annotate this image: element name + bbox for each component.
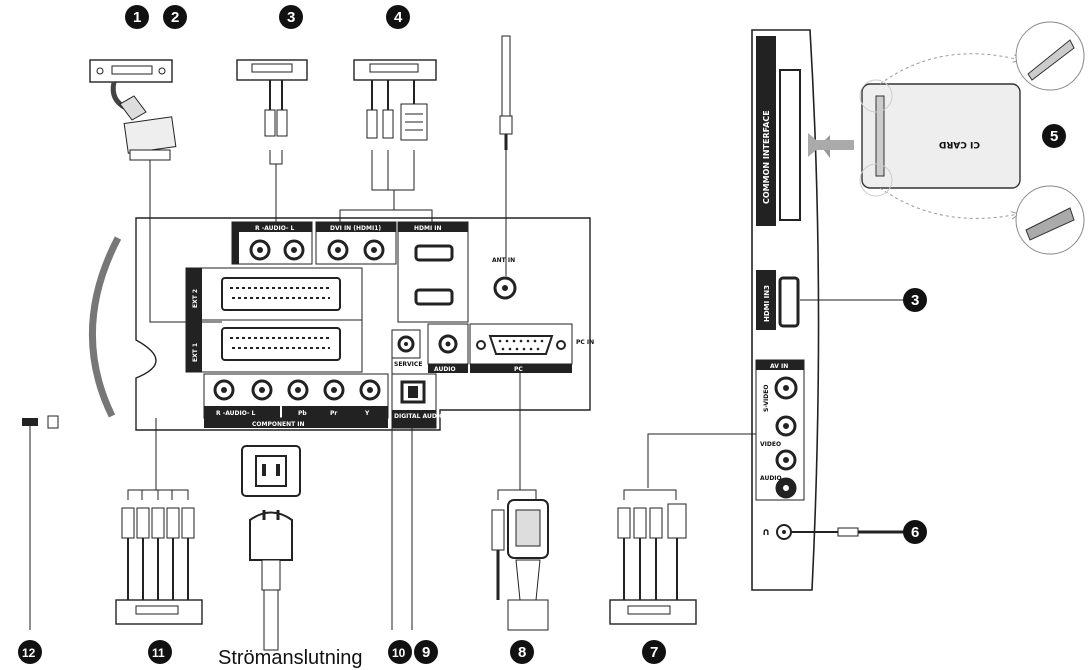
device-4-dvi: [339, 59, 437, 222]
pr-label: Pr: [330, 410, 337, 417]
ci-card: CI CARD: [808, 21, 1085, 255]
ant-in-label: ANT IN: [492, 257, 515, 264]
scart-block: EXT 2 EXT 1: [185, 267, 363, 373]
callout-12: 12: [18, 640, 42, 664]
svg-text:5: 5: [1050, 128, 1058, 145]
svg-text:7: 7: [650, 644, 658, 661]
svg-text:10: 10: [392, 646, 406, 660]
svg-text:1: 1: [133, 9, 141, 26]
service-label: SERVICE: [394, 361, 422, 368]
headphone-cable: [792, 527, 905, 537]
dvi-in-label: DVI IN (HDMI1): [330, 225, 381, 232]
pc-label: PC: [514, 366, 523, 373]
callout-10: 10: [388, 640, 412, 664]
pc-in-label: PC IN: [576, 339, 594, 346]
service-jack: SERVICE: [391, 329, 422, 368]
callout-4: 4: [386, 5, 410, 29]
optical-output: DIGITAL AUDIO OUT (OPTICAL): [391, 373, 497, 429]
hdmi-port-2: [414, 288, 454, 306]
hdmi-in-label: HDMI IN: [414, 225, 442, 232]
vga-port: [488, 335, 554, 355]
ext1-label: EXT 1: [192, 343, 199, 362]
optical-label: DIGITAL AUDIO OUT (OPTICAL): [394, 413, 497, 420]
common-interface-label: COMMON INTERFACE: [762, 110, 771, 204]
device-8-pc: [491, 373, 549, 631]
device-3-audio: [236, 59, 308, 222]
s-video-label: S-VIDEO: [763, 385, 770, 412]
callout-11: 11: [148, 640, 172, 664]
svg-text:4: 4: [394, 9, 403, 26]
power-connection: [241, 445, 301, 651]
callout-3: 3: [279, 5, 303, 29]
audio-lr-label: R -AUDIO- L: [255, 225, 295, 232]
component-in-label: COMPONENT IN: [252, 421, 305, 428]
headphone-icon: ∩: [762, 527, 770, 538]
svg-text:9: 9: [422, 644, 430, 661]
device-1-scart: [89, 59, 222, 323]
hdmi-port-1: [414, 244, 454, 262]
hdmi-in-block: HDMI IN: [397, 221, 469, 323]
audio-input-block: R -AUDIO- L: [231, 221, 313, 265]
dvi-audio-block: DVI IN (HDMI1): [315, 221, 397, 265]
y-label: Y: [364, 410, 370, 417]
callout-12-item: [22, 415, 59, 630]
power-connection-caption: Strömanslutning: [218, 647, 363, 669]
callout-2: 2: [163, 5, 187, 29]
device-11-component: [115, 418, 203, 625]
pc-audio-label: AUDIO: [434, 366, 456, 373]
component-audio-label: R -AUDIO- L: [216, 410, 256, 417]
callout-7: 7: [642, 640, 666, 664]
svg-text:12: 12: [22, 646, 36, 660]
callout-3-side: 3: [903, 288, 927, 312]
scart-ext2-port: [221, 277, 341, 311]
callout-6: 6: [903, 520, 927, 544]
component-input-block: COMPONENT IN R -AUDIO- L Pb Pr Y: [203, 373, 389, 428]
side-audio-label: AUDIO: [760, 475, 782, 482]
side-panel: COMMON INTERFACE HDMI IN3 AV IN S-VIDEO …: [751, 29, 905, 591]
av-in-label: AV IN: [770, 363, 788, 370]
pc-input-block: AUDIO PC PC IN: [427, 323, 594, 373]
callout-8: 8: [510, 640, 534, 664]
video-label: VIDEO: [760, 441, 781, 448]
ext2-label: EXT 2: [192, 289, 199, 308]
svg-text:3: 3: [911, 292, 919, 309]
callout-1: 1: [125, 5, 149, 29]
antenna-input: ANT IN: [492, 257, 517, 300]
av-line: [647, 433, 756, 488]
panel-cable-curve: [89, 236, 122, 418]
antenna-cable: [499, 35, 513, 276]
ci-card-label: CI CARD: [939, 139, 980, 149]
svg-text:2: 2: [171, 9, 179, 26]
callout-5: 5: [1042, 124, 1066, 148]
scart-ext1-port: [221, 327, 341, 361]
svg-text:11: 11: [152, 646, 165, 660]
device-7-av: [609, 489, 697, 625]
svg-text:3: 3: [287, 9, 295, 26]
pb-label: Pb: [298, 410, 307, 417]
svg-text:6: 6: [911, 524, 919, 541]
svg-text:8: 8: [518, 644, 526, 661]
callout-9: 9: [414, 640, 438, 664]
hdmi-in3-label: HDMI IN3: [763, 285, 771, 322]
